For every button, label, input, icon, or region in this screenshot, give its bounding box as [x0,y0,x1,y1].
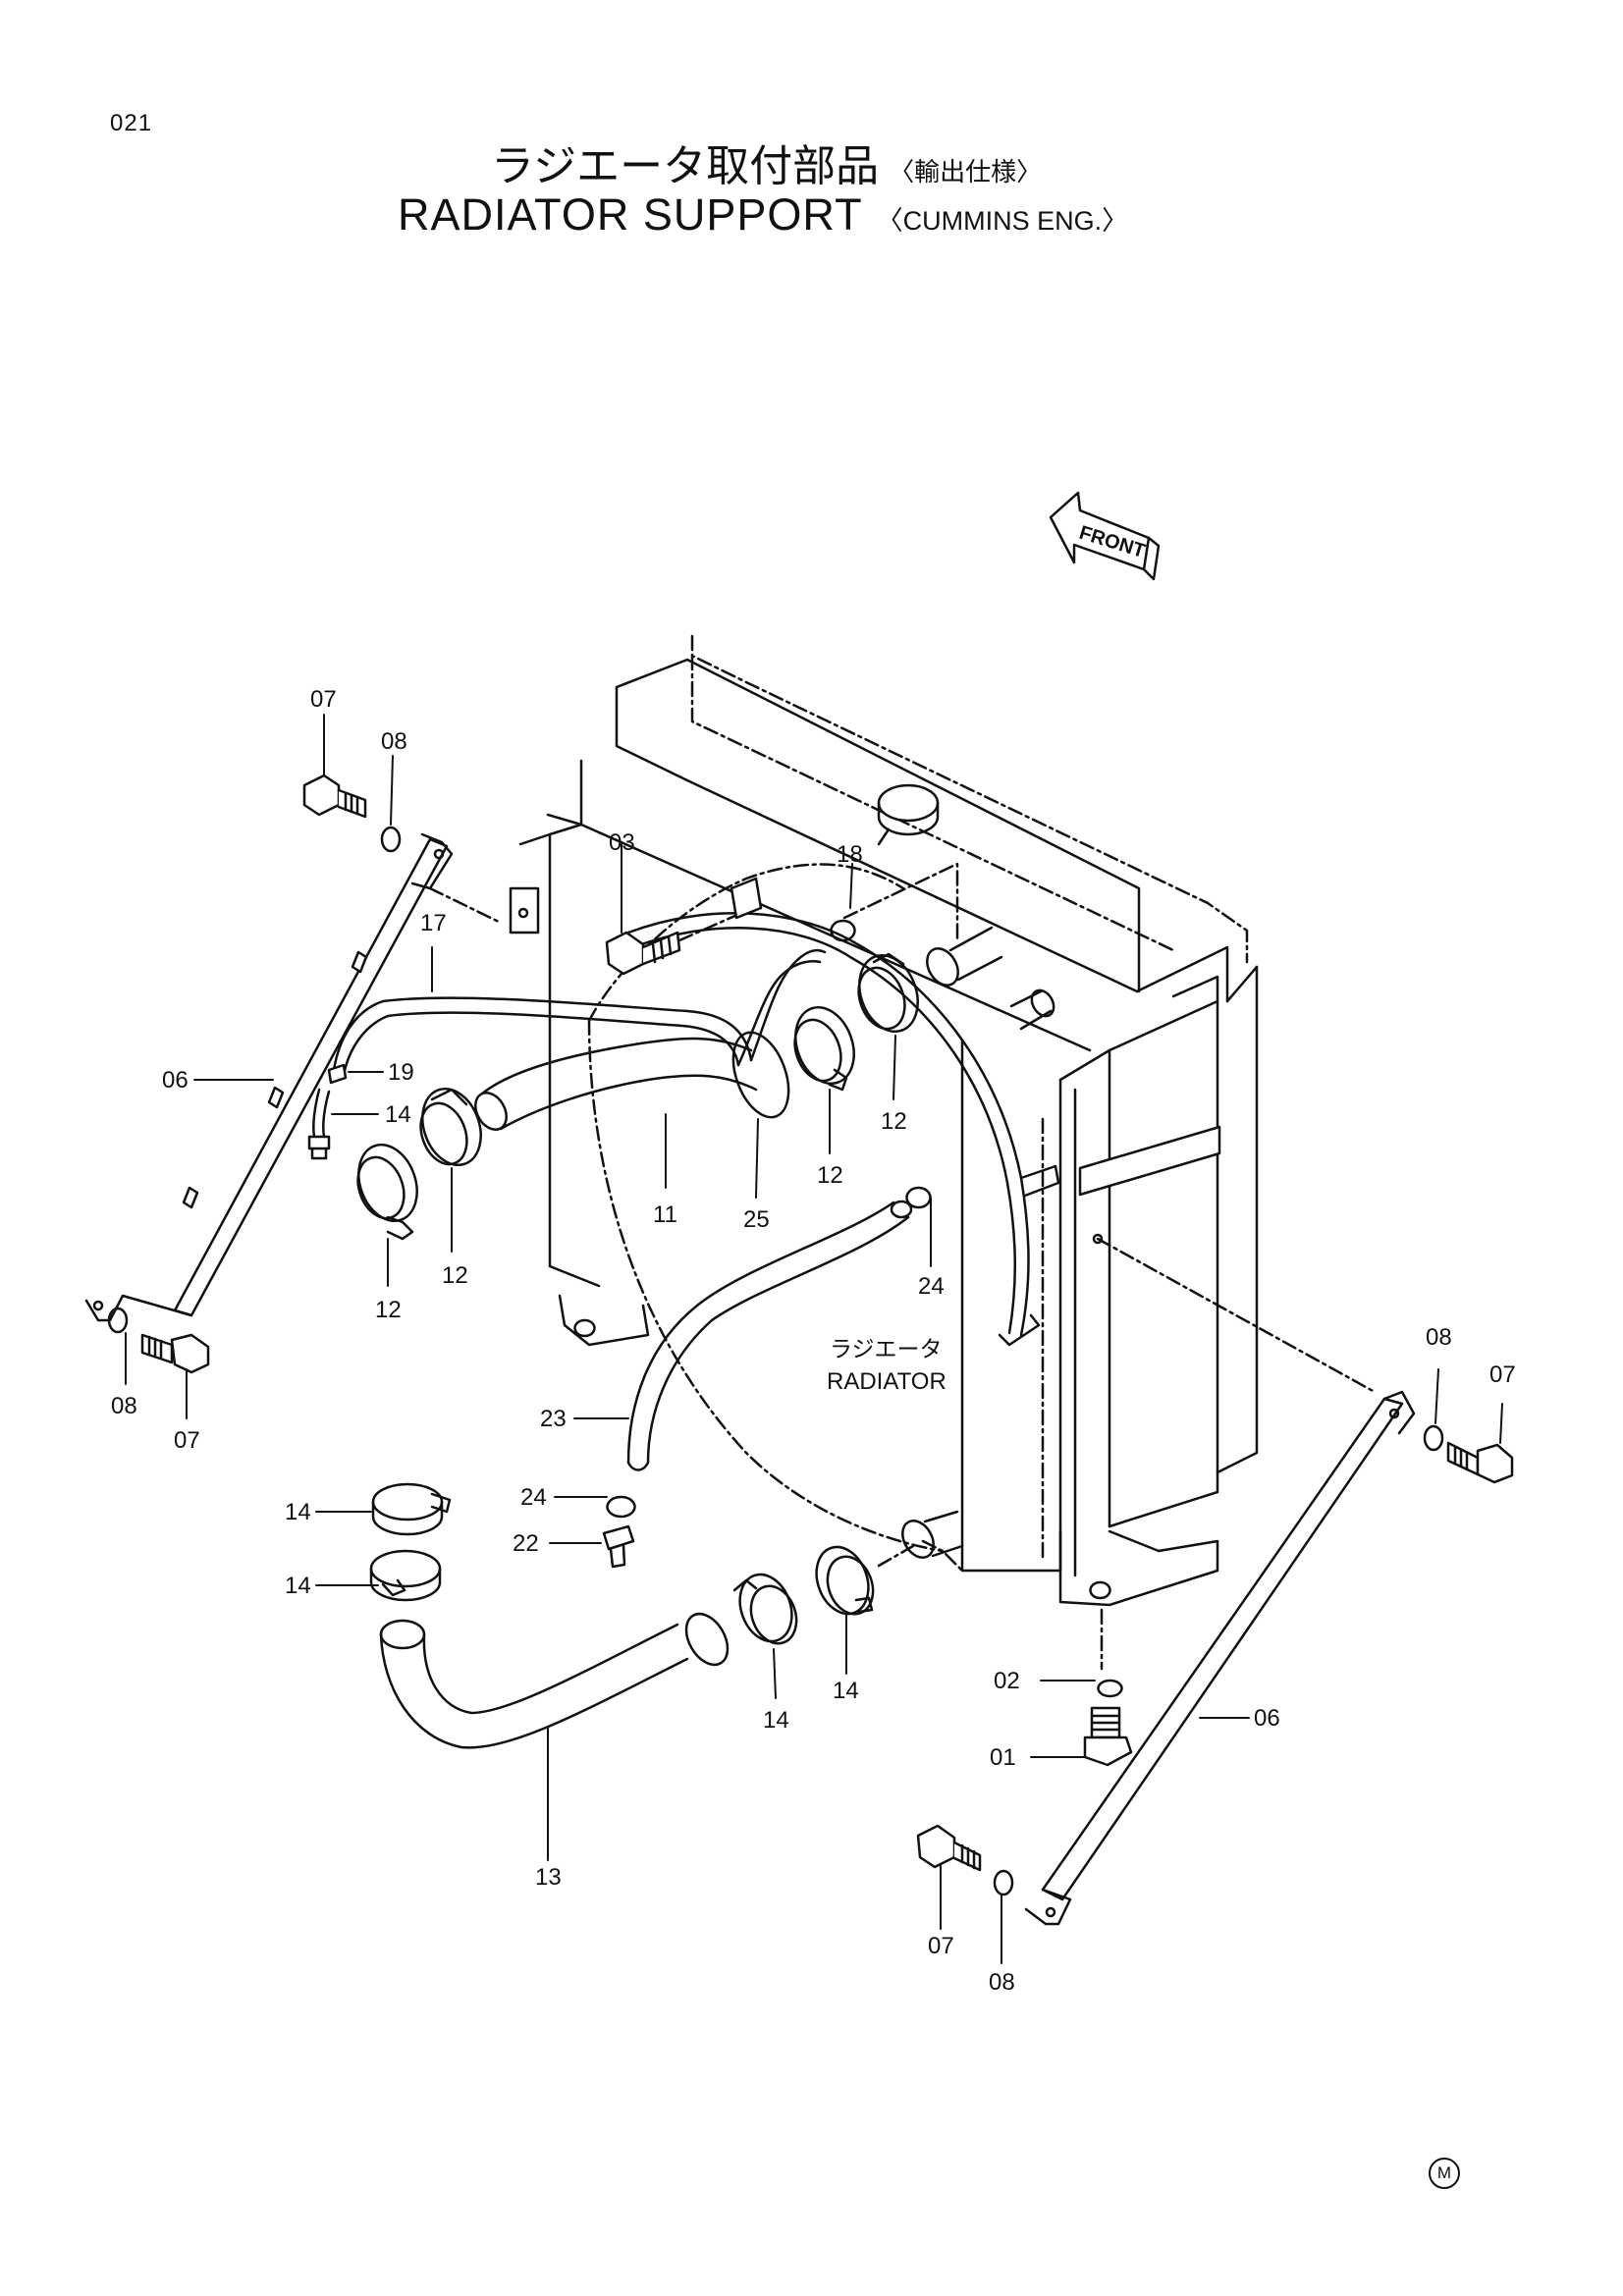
washer-upper-left [380,826,402,853]
callout-23: 23 [540,1406,567,1432]
radiator-core [518,634,1259,1607]
callout-06: 06 [162,1067,189,1094]
drain-cock-22 [602,1524,635,1569]
clamp-12-left-b [356,1143,418,1241]
stay-bar-upper-left [84,832,503,1322]
callout-03: 03 [609,829,635,856]
clamp-24-upper [905,1186,932,1209]
washer-right-lower [993,1869,1014,1896]
bolt-upper-left [302,774,367,819]
clip-19-left [327,1063,348,1085]
callout-14: 14 [285,1499,311,1525]
clamp-14-right-b [815,1545,875,1616]
title-en-main: RADIATOR SUPPORT [398,189,863,240]
callout-12: 12 [881,1108,907,1135]
clamp-12-right-b [857,952,919,1034]
title-japanese: ラジエータ取付部品〈輸出仕様〉 [491,131,1042,193]
title-jp-main: ラジエータ取付部品 [491,141,880,191]
callout-22: 22 [513,1530,539,1557]
bracket-03 [730,877,763,920]
front-arrow: FRONT [1049,491,1161,581]
callout-11: 11 [653,1201,677,1228]
callout-08: 08 [989,1969,1015,1996]
washer-lower-left [107,1307,129,1334]
callout-18: 17 [420,910,447,936]
hose-13 [379,1612,730,1749]
title-jp-subtitle: 〈輸出仕様〉 [889,158,1043,187]
bolt-right-upper [1446,1441,1514,1484]
title-english: RADIATOR SUPPORT 〈CUMMINS ENG.〉 [398,189,1128,240]
callout-08: 08 [1426,1324,1452,1351]
callout-12: 12 [817,1162,843,1189]
callout-14: 14 [763,1707,789,1734]
callout-12: 12 [375,1297,402,1323]
callout-01: 01 [990,1744,1016,1771]
pipe-stub [842,862,1055,1031]
outlet-pipe [877,1510,964,1568]
callout-25: 25 [743,1206,770,1233]
manual-mark-icon: M [1429,2158,1460,2189]
title-en-subtitle: 〈CUMMINS ENG.〉 [876,206,1129,236]
callout-24: 24 [918,1273,945,1300]
clamp-14-right-a [732,1573,798,1645]
hose-23 [626,1200,913,1471]
page-number: 021 [110,110,153,136]
stay-bar-right [1024,1237,1416,1926]
callout-06: 06 [1254,1705,1280,1732]
hose-11 [474,1037,758,1131]
clamp-24-lower [606,1495,636,1519]
bolt-03 [605,909,748,976]
callout-07: 07 [1489,1362,1516,1388]
hose-18 [332,948,827,1077]
callout-08: 08 [111,1393,137,1419]
radiator-cap [877,783,940,846]
clamp-25 [731,1031,790,1119]
washer-right-upper [1423,1424,1444,1452]
radiator-label-en: RADIATOR [827,1368,947,1395]
bolt-right-lower [916,1824,982,1872]
callout-07: 07 [928,1933,954,1959]
radiator-label-jp: ラジエータ [830,1337,943,1362]
callouts: 07 08 03 18 17 06 19 14 11 25 12 12 12 1… [111,686,1516,1996]
elbow-17 [307,1088,331,1160]
clamp-14-left-a [371,1482,452,1536]
stay-bracket-left [509,886,540,934]
leader-lines [125,714,1503,1964]
callout-14: 14 [285,1573,311,1599]
clip-19-right [830,919,856,942]
callout-13: 13 [535,1864,562,1891]
callout-14: 14 [833,1678,859,1704]
callout-08: 08 [381,728,407,755]
callout-17: 14 [385,1101,411,1128]
bolt-lower-left [140,1333,210,1374]
clamp-12-left-a [419,1087,482,1167]
callout-02: 02 [994,1668,1020,1694]
clamp-14-left-b [369,1549,442,1602]
callout-07: 07 [310,686,337,713]
bolt-01 [1083,1706,1133,1767]
callout-19: 18 [837,841,863,868]
callout-07: 07 [174,1427,200,1454]
callout-24: 24 [520,1484,547,1511]
callout-12: 12 [442,1262,468,1289]
callout-19: 19 [388,1059,414,1086]
clamp-12-right-a [793,1005,855,1092]
bracket-hole [517,907,529,919]
shroud-bands [626,912,1060,1347]
washer-02 [1097,1679,1123,1698]
